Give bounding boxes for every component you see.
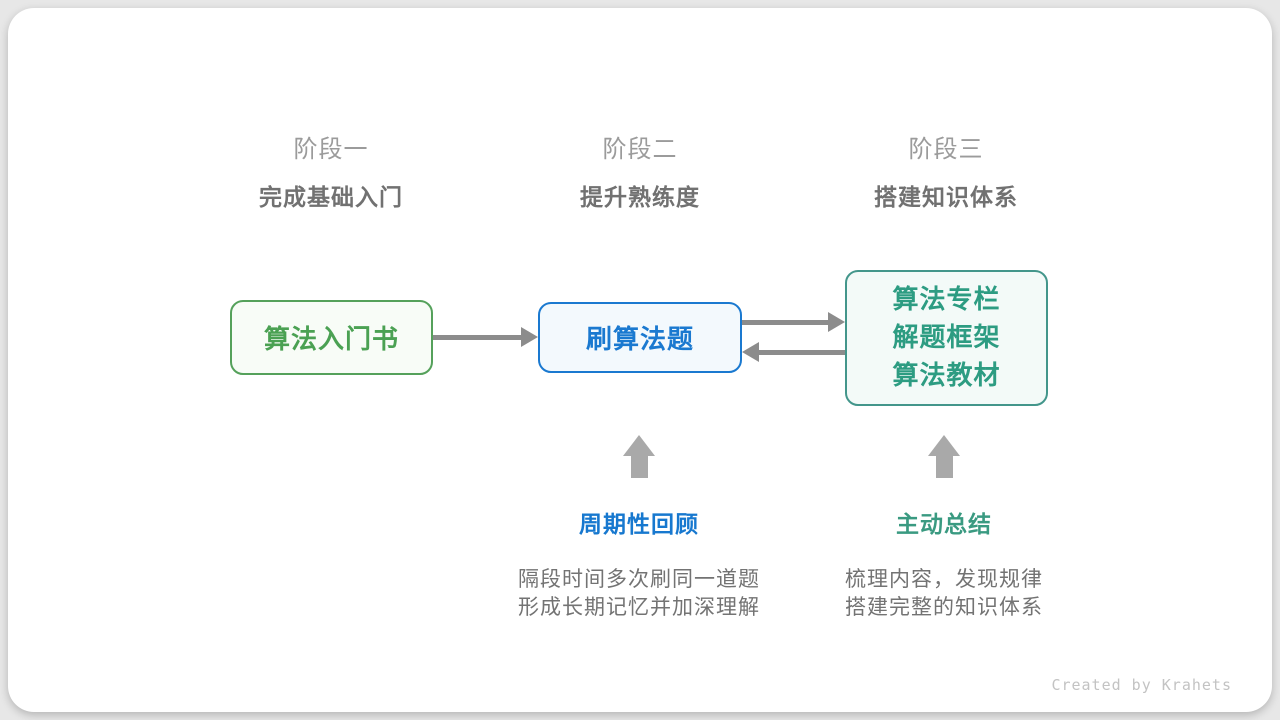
node-practice-problems-label: 刷算法题 xyxy=(585,325,694,355)
stage-3-title: 阶段三 xyxy=(908,135,984,163)
arrow-line xyxy=(756,349,845,355)
node-knowledge-line-1: 算法专栏 xyxy=(892,285,1001,315)
node-knowledge-line-2: 解题框架 xyxy=(892,323,1001,353)
arrow-right-node2-node3-icon xyxy=(742,312,845,332)
annotation-active-summary: 主动总结 梳理内容，发现规律 搭建完整的知识体系 xyxy=(774,505,1114,621)
arrow-right-node1-node2-icon xyxy=(433,327,538,347)
annotation-active-summary-line-2: 搭建完整的知识体系 xyxy=(845,595,1043,619)
arrow-head xyxy=(521,327,538,347)
arrow-left-node3-node2-icon xyxy=(742,342,845,362)
arrow-head xyxy=(742,342,759,362)
node-practice-problems: 刷算法题 xyxy=(538,302,742,373)
arrow-line xyxy=(433,334,524,340)
annotation-periodic-review-line-1: 隔段时间多次刷同一道题 xyxy=(518,567,760,591)
annotation-periodic-review-line-2: 形成长期记忆并加深理解 xyxy=(518,595,760,619)
node-knowledge-sources: 算法专栏 解题框架 算法教材 xyxy=(845,270,1048,406)
diagram-card: 阶段一 完成基础入门 阶段二 提升熟练度 阶段三 搭建知识体系 算法入门书 刷算… xyxy=(8,8,1272,712)
annotation-periodic-review-title: 周期性回顾 xyxy=(579,512,699,538)
up-arrow-summary-icon xyxy=(928,435,960,478)
node-intro-book-label: 算法入门书 xyxy=(263,325,399,355)
annotation-active-summary-title: 主动总结 xyxy=(896,512,992,538)
annotation-active-summary-line-1: 梳理内容，发现规律 xyxy=(845,567,1043,591)
stage-1-subtitle: 完成基础入门 xyxy=(259,185,403,211)
stage-3-subtitle: 搭建知识体系 xyxy=(874,185,1018,211)
annotation-periodic-review: 周期性回顾 隔段时间多次刷同一道题 形成长期记忆并加深理解 xyxy=(469,505,809,621)
stage-2-subtitle: 提升熟练度 xyxy=(580,185,700,211)
up-arrow-stem xyxy=(630,456,648,478)
up-arrow-review-icon xyxy=(623,435,655,478)
node-knowledge-line-3: 算法教材 xyxy=(892,361,1001,391)
up-arrow-head xyxy=(623,435,655,456)
arrow-line xyxy=(742,319,831,325)
stage-1-title: 阶段一 xyxy=(293,135,369,163)
up-arrow-head xyxy=(928,435,960,456)
node-intro-book: 算法入门书 xyxy=(230,300,433,375)
stage-2-title: 阶段二 xyxy=(602,135,678,163)
footer-credit: Created by Krahets xyxy=(1051,676,1232,694)
arrow-head xyxy=(828,312,845,332)
up-arrow-stem xyxy=(935,456,953,478)
